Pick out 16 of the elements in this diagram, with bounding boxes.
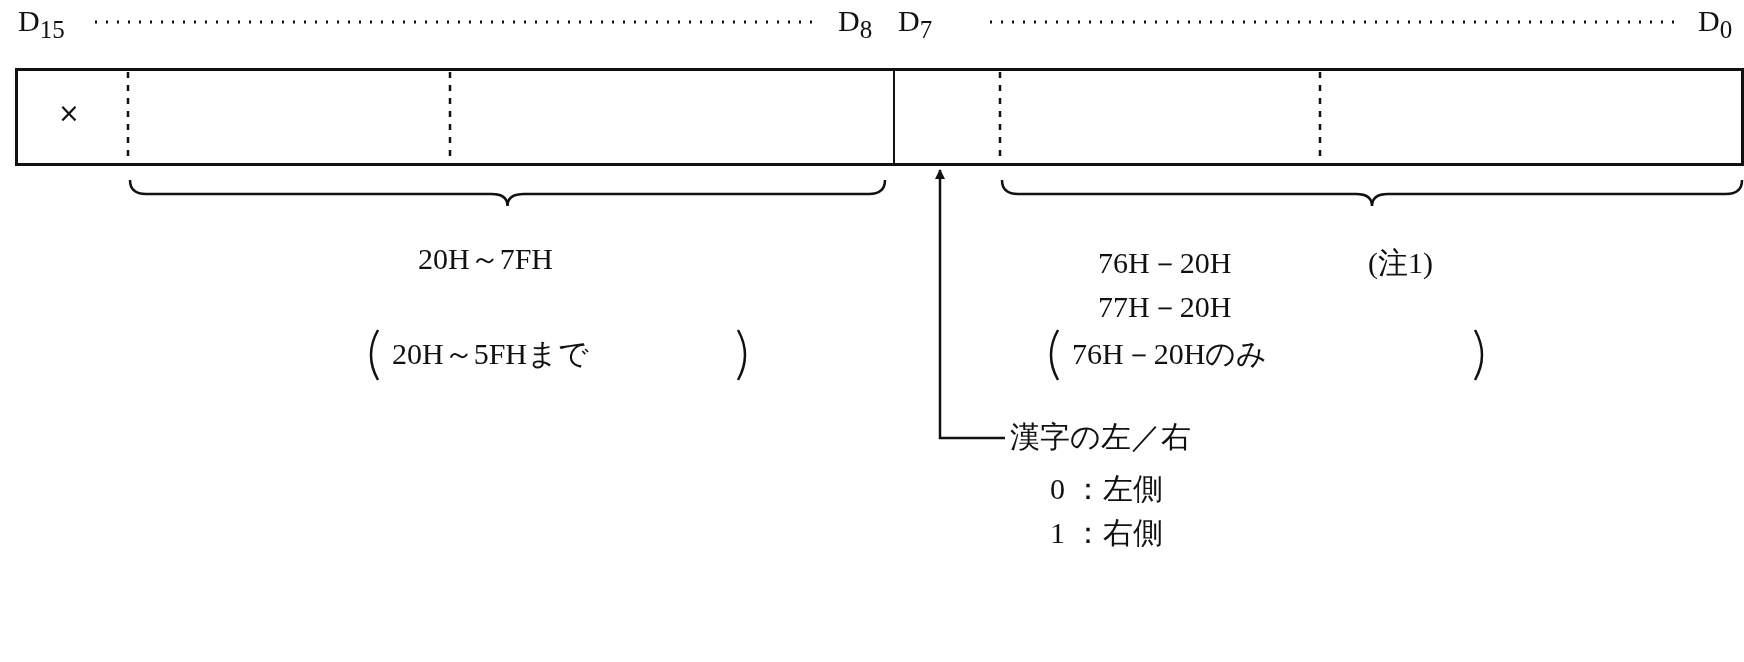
value-range: 76H－20Hのみ	[1072, 337, 1268, 370]
value-note: 0 ：左側	[1050, 472, 1163, 505]
value-range: 77H－20H	[1098, 290, 1232, 323]
register-bar	[15, 68, 1744, 166]
note-mark: (注1)	[1368, 246, 1433, 279]
value-range: 76H－20H	[1098, 246, 1232, 279]
bit-label: D$_{7}$	[898, 4, 933, 44]
value-range: 20H～5FHまで	[392, 337, 589, 370]
value-range: 20H～7FH	[418, 242, 553, 275]
leader-arrow	[935, 169, 1005, 440]
bit-label: D$_{0}$	[1698, 4, 1733, 44]
cross-mark: ×	[58, 99, 80, 128]
value-note: 1 ：右側	[1050, 516, 1163, 549]
callout-heading: 漢字の左／右	[1010, 420, 1191, 453]
bit-label: D$_{15}$	[18, 4, 65, 44]
bit-label: D$_{8}$	[838, 4, 873, 44]
